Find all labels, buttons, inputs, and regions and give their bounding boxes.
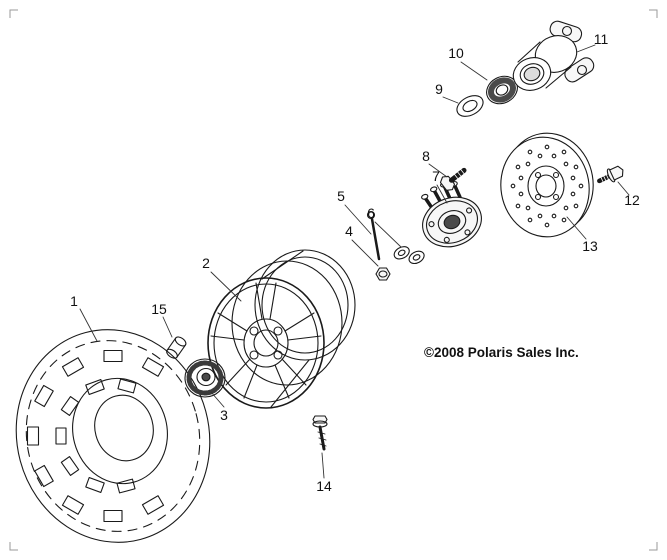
crop-marks bbox=[9, 9, 658, 551]
callout-5: 5 bbox=[337, 188, 345, 204]
washer-pair bbox=[393, 246, 425, 265]
leader-lines bbox=[79, 44, 630, 479]
callout-2: 2 bbox=[202, 255, 210, 271]
callout-10: 10 bbox=[448, 45, 464, 61]
callout-12: 12 bbox=[624, 192, 640, 208]
bearing-carrier bbox=[512, 20, 595, 91]
callout-1: 1 bbox=[70, 293, 78, 309]
lug-nut bbox=[375, 267, 391, 281]
brake-disc bbox=[500, 132, 594, 238]
callout-11: 11 bbox=[594, 31, 609, 47]
callout-7: 7 bbox=[432, 168, 440, 184]
disc-screw bbox=[312, 415, 328, 451]
callout-15: 15 bbox=[151, 301, 167, 317]
tire bbox=[15, 329, 211, 543]
flange-bolt bbox=[597, 165, 624, 184]
washer bbox=[456, 95, 484, 117]
callout-13: 13 bbox=[582, 238, 598, 254]
wheel-rim bbox=[207, 249, 356, 409]
hub-bolt bbox=[439, 167, 467, 191]
callout-6: 6 bbox=[367, 205, 375, 221]
callout-4: 4 bbox=[345, 223, 353, 239]
valve-stem bbox=[166, 336, 187, 359]
hub-cap bbox=[184, 358, 226, 398]
callout-numbers: 1 2 3 4 5 6 7 8 9 10 11 12 13 14 15 bbox=[70, 31, 640, 494]
callout-3: 3 bbox=[220, 407, 228, 423]
callout-8: 8 bbox=[422, 148, 430, 164]
callout-14: 14 bbox=[316, 478, 332, 494]
callout-9: 9 bbox=[435, 81, 443, 97]
bearing bbox=[486, 75, 518, 105]
stud-bolt bbox=[366, 210, 381, 261]
copyright-text: ©2008 Polaris Sales Inc. bbox=[424, 345, 579, 360]
